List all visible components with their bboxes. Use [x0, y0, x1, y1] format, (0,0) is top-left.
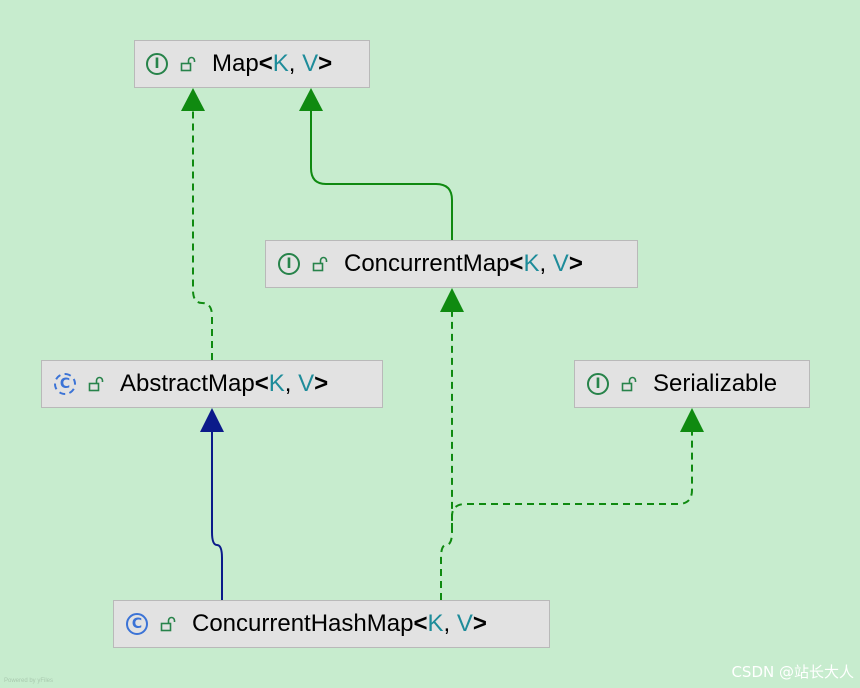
arrowhead-concurrentmap: [440, 288, 464, 312]
angle-open: <: [509, 250, 524, 277]
type-param-v: V: [456, 610, 473, 637]
angle-close: >: [472, 610, 487, 637]
type-param-v: V: [302, 50, 319, 77]
open-lock-icon: [621, 376, 637, 392]
angle-open: <: [258, 50, 273, 77]
node-title: ConcurrentHashMap<K, V>: [192, 610, 487, 638]
angle-open: <: [413, 610, 428, 637]
open-lock-icon: [180, 56, 196, 72]
edge-abstractmap-to-map: [192, 110, 213, 360]
angle-close: >: [314, 370, 329, 397]
type-param-k: K: [427, 610, 444, 637]
open-lock-icon: [312, 256, 328, 272]
class-name: Serializable: [653, 370, 778, 397]
class-name: ConcurrentMap: [344, 250, 510, 277]
powered-by-note: Powered by yFiles: [4, 678, 54, 684]
type-param-separator: ,: [284, 370, 299, 397]
interface-icon: I: [278, 253, 300, 275]
type-param-v: V: [298, 370, 315, 397]
type-param-k: K: [272, 50, 289, 77]
type-param-separator: ,: [288, 50, 303, 77]
node-title: AbstractMap<K, V>: [120, 370, 328, 398]
angle-open: <: [254, 370, 269, 397]
class-name: Map: [212, 50, 259, 77]
class-name: ConcurrentHashMap: [192, 610, 414, 637]
node-map[interactable]: I Map<K, V>: [134, 40, 370, 88]
type-param-k: K: [268, 370, 285, 397]
class-name: AbstractMap: [120, 370, 255, 397]
arrowhead-map-right: [299, 88, 323, 111]
node-concurrent-hash-map[interactable]: C ConcurrentHashMap<K, V>: [113, 600, 550, 648]
type-param-separator: ,: [539, 250, 553, 277]
edge-concurrenthashmap-to-abstractmap: [211, 432, 223, 600]
node-title: Serializable: [653, 370, 777, 398]
type-param-k: K: [523, 250, 540, 277]
watermark: CSDN @站长大人: [731, 663, 854, 681]
edge-concurrenthashmap-to-concurrentmap: [440, 311, 453, 600]
type-param-v: V: [552, 250, 569, 277]
node-title: ConcurrentMap<K, V>: [344, 250, 583, 278]
abstract-class-icon: C: [54, 373, 76, 395]
arrowhead-map-left: [181, 88, 205, 111]
node-concurrent-map[interactable]: I ConcurrentMap<K, V>: [265, 240, 638, 288]
angle-close: >: [568, 250, 583, 277]
interface-icon: I: [146, 53, 168, 75]
edge-concurrenthashmap-to-serializable: [451, 432, 693, 530]
node-serializable[interactable]: I Serializable: [574, 360, 810, 408]
open-lock-icon: [160, 616, 176, 632]
arrowhead-serializable: [680, 408, 704, 432]
edge-concurrentmap-to-map: [310, 110, 453, 240]
class-icon: C: [126, 613, 148, 635]
node-title: Map<K, V>: [212, 50, 332, 78]
type-param-separator: ,: [443, 610, 457, 637]
open-lock-icon: [88, 376, 104, 392]
arrowhead-abstractmap: [200, 408, 224, 432]
interface-icon: I: [587, 373, 609, 395]
node-abstract-map[interactable]: C AbstractMap<K, V>: [41, 360, 383, 408]
angle-close: >: [318, 50, 333, 77]
